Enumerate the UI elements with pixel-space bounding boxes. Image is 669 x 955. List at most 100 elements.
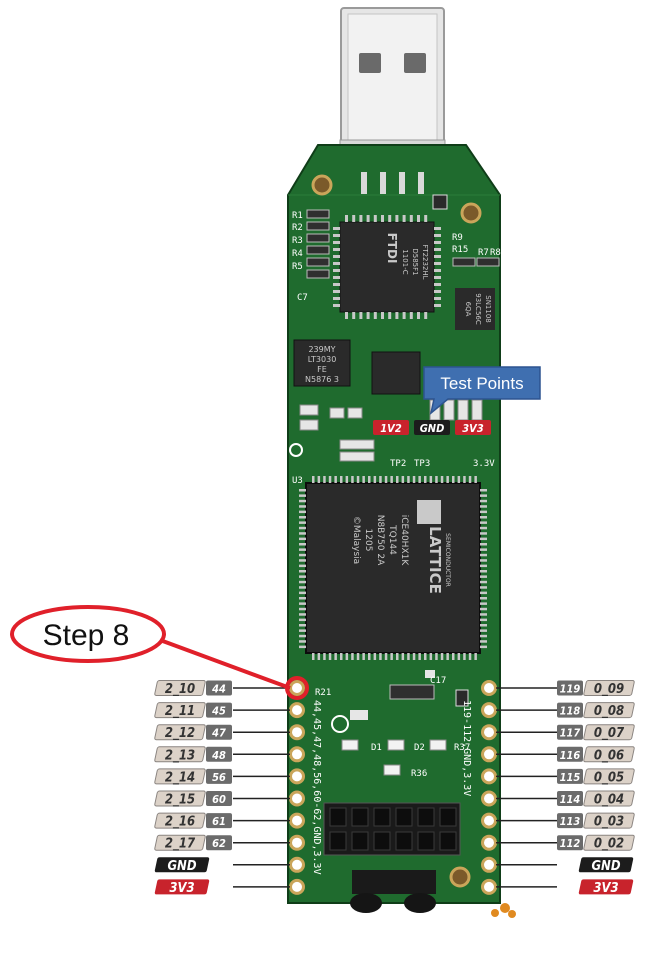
- pmod-header: [323, 802, 461, 856]
- fpga-pin: [396, 653, 399, 660]
- fpga-pin: [299, 505, 306, 508]
- fpga-pin-number: 47: [212, 727, 226, 740]
- ftdi-chip-line: 1101-C: [401, 249, 409, 274]
- eeprom-line: 93LC56C: [474, 293, 482, 325]
- fpga-pin: [424, 653, 427, 660]
- fpga-pin: [356, 476, 360, 483]
- silk-label: TP3: [414, 459, 430, 469]
- crystal: [432, 194, 448, 210]
- fpga-pin: [480, 613, 487, 616]
- fpga-pin-number-badge: [557, 813, 583, 829]
- pmod-pin-socket: [395, 807, 413, 827]
- gpio-name-label: 2_15: [165, 793, 195, 808]
- fpga-pin: [299, 597, 306, 600]
- fpga-pin: [356, 653, 360, 660]
- ftdi-pin: [333, 269, 340, 272]
- gpio-name-badge: [154, 790, 206, 807]
- header-pin-hole: [289, 702, 305, 719]
- fpga-pin: [440, 476, 444, 483]
- header-pin-hole: [289, 768, 305, 785]
- gpio-name-label: 2_16: [165, 815, 195, 830]
- silk-label: C17: [430, 676, 446, 686]
- ftdi-chip: FTDI 1101-C D585F1 FT2232HL: [333, 215, 441, 319]
- fpga-pin-number-badge: [206, 746, 232, 762]
- fpga-pin: [299, 602, 306, 605]
- gpio-name-badge: [583, 746, 635, 763]
- fpga-pin: [299, 532, 306, 535]
- fpga-pin: [299, 624, 306, 627]
- mounting-hole-bottom: [449, 866, 471, 888]
- fpga-pin-number-badge: [206, 724, 232, 740]
- fpga-line: N8B750 2A: [375, 515, 385, 566]
- gpio-name-badge: [583, 790, 635, 807]
- fpga-pin: [452, 476, 455, 483]
- power-rail-badge-3v3: [154, 879, 210, 895]
- fpga-pin: [480, 543, 487, 546]
- ftdi-pin: [434, 304, 441, 307]
- gpio-name-badge: [583, 768, 635, 785]
- header-pin-hole: [481, 724, 497, 741]
- gpio-name-label: 3V3: [169, 881, 194, 896]
- fpga-pin: [480, 532, 487, 535]
- regulator-line: LT3030: [308, 355, 337, 364]
- fpga-pin-number-badge: [206, 680, 232, 696]
- header-pin-hole: [289, 746, 305, 763]
- fpga-pin: [299, 640, 306, 643]
- ftdi-pin: [434, 276, 441, 279]
- ftdi-pin: [373, 312, 377, 319]
- ftdi-pin: [434, 234, 441, 237]
- pmod-pin-socket: [439, 831, 457, 851]
- fpga-pin: [373, 476, 377, 483]
- fpga-pin: [312, 476, 315, 483]
- fpga-pin: [345, 476, 349, 483]
- fpga-pin-number-badge: [206, 702, 232, 718]
- fpga-pin: [480, 564, 487, 568]
- pmod-pin-socket: [417, 831, 435, 851]
- ftdi-pin: [366, 215, 370, 222]
- ftdi-pin: [434, 283, 441, 286]
- fpga-pin: [299, 537, 306, 541]
- fpga-pin: [480, 607, 487, 611]
- fpga-pin: [418, 653, 421, 660]
- regulator-line: 239MY: [308, 345, 335, 354]
- fpga-pin: [345, 653, 349, 660]
- fpga-pin: [368, 476, 371, 483]
- fpga-pin-number: 44: [212, 683, 226, 696]
- fpga-pin: [480, 526, 487, 530]
- gpio-name-badge: [583, 702, 635, 719]
- fpga-pin: [440, 653, 444, 660]
- header-pin-hole: [481, 856, 497, 873]
- fpga-pin: [463, 476, 466, 483]
- mounting-hole-top-right: [460, 202, 482, 224]
- right-header-silk: 119-112,GND,3.3V: [461, 700, 472, 796]
- resistor: [452, 257, 476, 267]
- fpga-pin-number: 117: [560, 727, 581, 740]
- fpga-pin: [480, 629, 487, 632]
- fpga-pin: [340, 476, 343, 483]
- ftdi-pin: [395, 215, 399, 222]
- fpga-pin-number-badge: [206, 813, 232, 829]
- test-point-badge-label: GND: [420, 422, 445, 435]
- silk-label: 3.3V: [473, 459, 495, 469]
- ftdi-pin: [434, 241, 441, 244]
- fpga-pin: [299, 629, 306, 632]
- fpga-pin: [480, 537, 487, 541]
- pmod-pin-socket: [395, 831, 413, 851]
- fpga-pin-number: 119: [560, 683, 581, 696]
- fpga-pin: [480, 597, 487, 600]
- fpga-pin: [480, 640, 487, 643]
- ftdi-pin: [417, 312, 420, 319]
- test-point-badge: [414, 420, 450, 435]
- fpga-pin: [323, 476, 326, 483]
- fpga-pin: [299, 613, 306, 616]
- header-pin-hole: [289, 724, 305, 741]
- ftdi-pin: [381, 215, 384, 222]
- usb-pins: [361, 172, 424, 194]
- gpio-name-label: 0_05: [594, 770, 624, 785]
- ftdi-pin: [345, 215, 348, 222]
- fpga-pin: [299, 634, 306, 638]
- fpga-pin: [351, 476, 354, 483]
- fpga-pin: [362, 476, 365, 483]
- gpio-name-label: 2_14: [165, 770, 195, 785]
